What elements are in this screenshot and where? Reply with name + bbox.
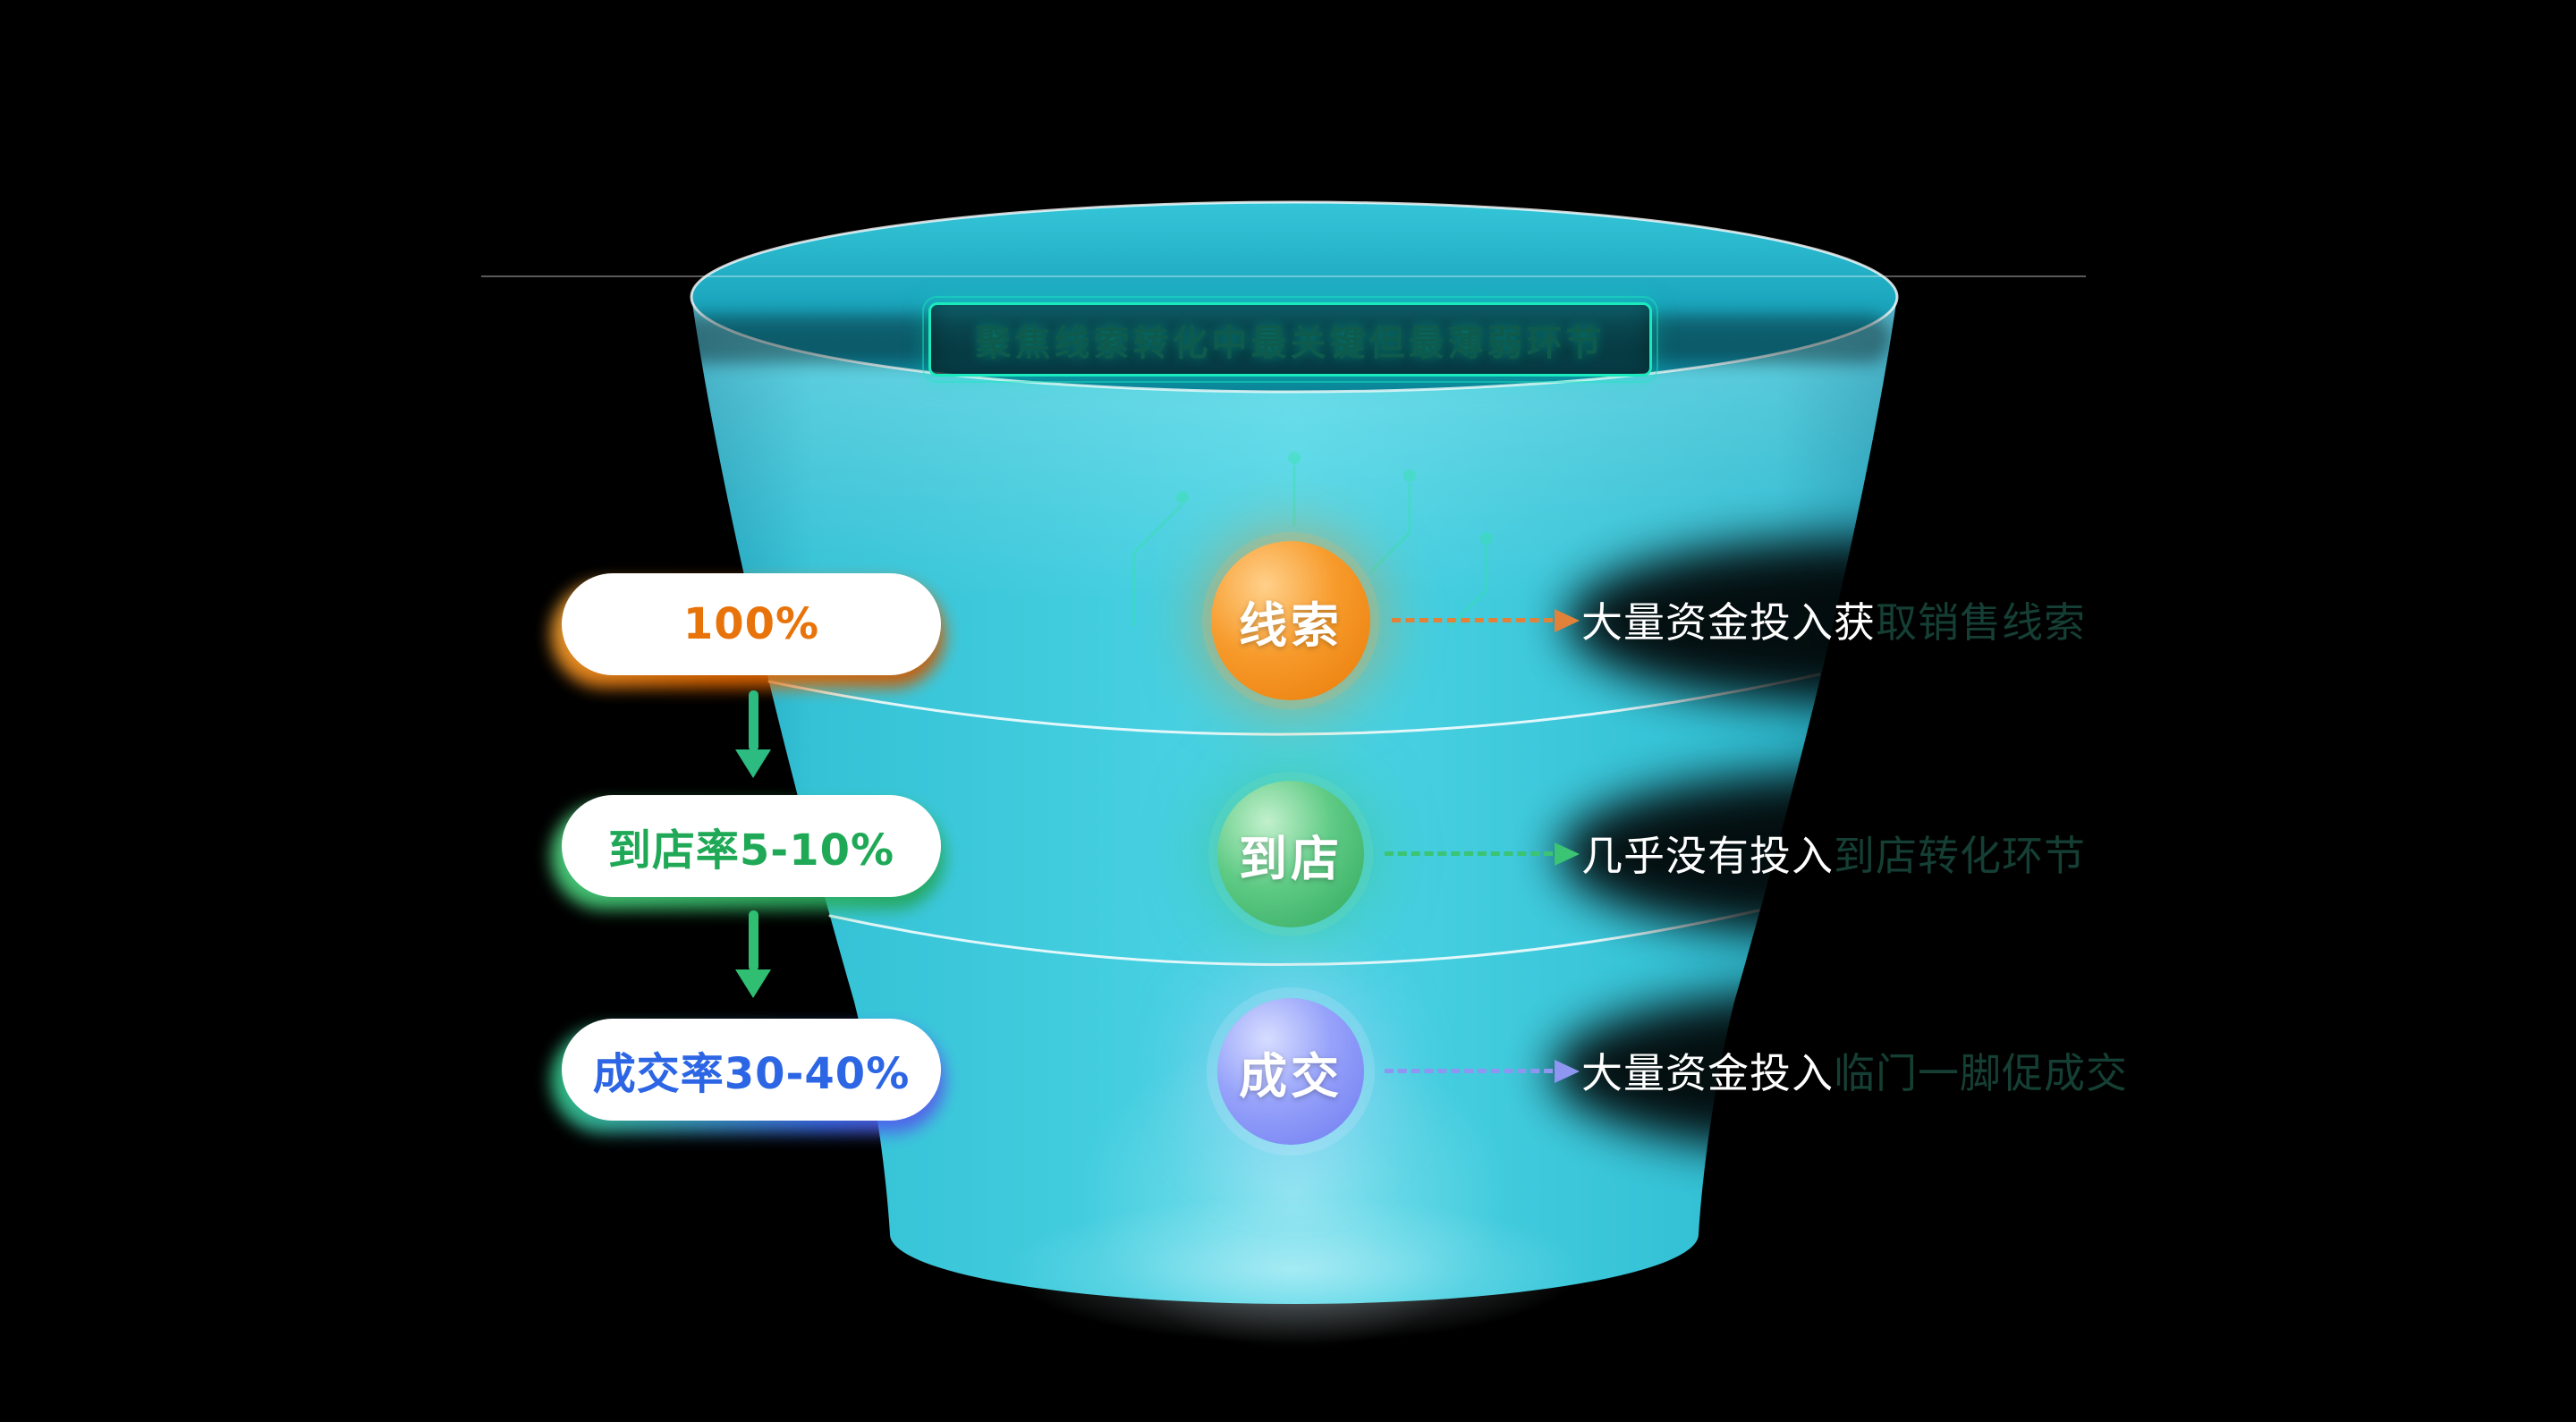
dashed-arrow-icon-leads [1392, 609, 1580, 632]
headline-text: 聚焦线索转化中最关键但最薄弱环节 [975, 322, 1606, 364]
annotation-leads: 大量资金投入获取销售线索 [1581, 596, 2086, 649]
stage-pill-deal: 成交率30-40% [551, 1019, 945, 1133]
funnel-base-glow [1008, 1197, 1580, 1343]
annotation-deal-text: 大量资金投入 [1581, 1049, 1834, 1097]
down-arrow-icon-1 [733, 690, 773, 778]
dashed-arrow-icon-visit [1385, 842, 1580, 866]
funnel-node-visit: 到店 [1217, 781, 1364, 927]
note-backdrop-3 [1551, 988, 2159, 1155]
funnel-divider-1 [767, 673, 1821, 736]
annotation-leads-dim-text: 取销售线索 [1876, 598, 2086, 647]
annotation-visit: 几乎没有投入到店转化环节 [1581, 829, 2086, 883]
dashed-arrow-icon-deal [1385, 1060, 1580, 1083]
note-backdrop-1 [1565, 538, 2147, 705]
stage-pill-leads: 100% [551, 573, 945, 688]
headline-banner: 聚焦线索转化中最关键但最薄弱环节 [922, 296, 1658, 383]
pill-label-visit: 到店率5-10% [562, 795, 941, 897]
funnel-node-deal: 成交 [1217, 998, 1364, 1145]
note-backdrop-2 [1558, 771, 2147, 937]
annotation-leads-text: 大量资金投入获 [1581, 598, 1876, 647]
stage-pill-visit: 到店率5-10% [551, 795, 945, 910]
funnel-node-leads: 线索 [1211, 541, 1370, 700]
pill-label-leads: 100% [562, 573, 941, 675]
funnel-divider-2 [828, 909, 1760, 967]
circuit-decoration [1132, 452, 1493, 630]
pill-label-deal: 成交率30-40% [562, 1019, 941, 1121]
down-arrow-icon-2 [733, 910, 773, 998]
annotation-deal: 大量资金投入临门一脚促成交 [1581, 1046, 2128, 1100]
annotation-visit-dim-text: 到店转化环节 [1834, 832, 2086, 880]
annotation-visit-text: 几乎没有投入 [1581, 832, 1834, 880]
annotation-deal-dim-text: 临门一脚促成交 [1834, 1049, 2128, 1097]
